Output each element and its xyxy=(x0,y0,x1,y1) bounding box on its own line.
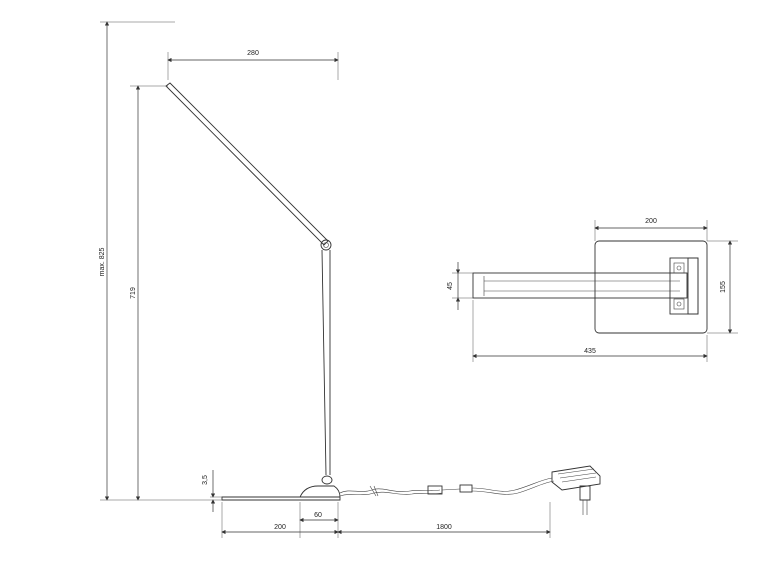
dimension-base-thickness: 3,5 xyxy=(202,470,222,512)
lamp-elbow-joint xyxy=(320,239,332,251)
dimension-height: 719 xyxy=(100,85,222,501)
dimension-arm-reach-label: 280 xyxy=(247,50,259,57)
dimension-max-height-label: max. 825 xyxy=(99,247,106,276)
lamp-base-joint xyxy=(321,475,333,485)
dimension-top-width-label: 200 xyxy=(645,218,657,225)
dimension-top-width: 200 xyxy=(594,218,708,241)
top-view-base-plate xyxy=(594,240,708,334)
dimension-top-total-length-label: 435 xyxy=(584,348,596,355)
dimension-top-total-length: 435 xyxy=(472,300,708,362)
dimension-base-length-label: 200 xyxy=(274,524,286,531)
dimension-top-depth: 155 xyxy=(707,240,738,334)
dimension-arm-reach: 280 xyxy=(167,50,339,80)
lamp-top-view xyxy=(472,240,708,334)
power-cable xyxy=(339,477,555,497)
power-adapter xyxy=(551,465,601,515)
dimension-top-arm-width-label: 45 xyxy=(447,282,454,290)
dimension-base-row: 200 60 1800 xyxy=(221,502,551,538)
dimension-top-depth-label: 155 xyxy=(720,281,727,293)
top-view-arm xyxy=(472,272,688,299)
dimension-height-label: 719 xyxy=(130,287,137,299)
lamp-base xyxy=(221,485,341,501)
dimension-cable-length-label: 1800 xyxy=(436,524,452,531)
dimension-base-thickness-label: 3,5 xyxy=(202,475,209,485)
lamp-stem xyxy=(321,249,331,476)
dimension-stem-offset-label: 60 xyxy=(314,512,322,519)
lamp-side-view xyxy=(165,82,341,501)
lamp-upper-arm xyxy=(165,82,329,246)
dimension-max-height: max. 825 xyxy=(99,21,175,501)
dimension-top-arm-width: 45 xyxy=(447,262,473,310)
